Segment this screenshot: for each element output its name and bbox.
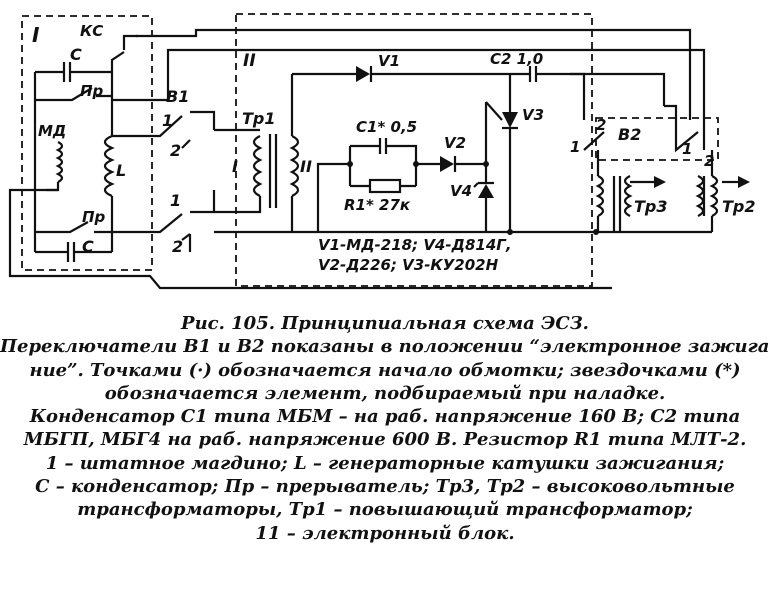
v4-bar	[473, 181, 494, 188]
tr3-label: Тр3	[634, 197, 668, 216]
b2-right-pos2: 2	[704, 152, 714, 170]
node-v4-top	[483, 161, 489, 167]
c1-label: С1* 0,5	[356, 118, 417, 136]
b1-label: В1	[166, 87, 189, 106]
caption-line-10: 11 – электронный блок.	[255, 522, 515, 544]
capacitor-c-top	[35, 62, 112, 82]
block-2-label: II	[243, 51, 256, 71]
c1-plates	[378, 138, 388, 154]
v4-label: V4	[450, 182, 472, 200]
v2-diode	[440, 156, 454, 172]
breaker-pr-top	[35, 87, 112, 102]
outer-loop-wire	[8, 188, 612, 290]
r1-label: R1* 27к	[344, 196, 411, 214]
node-c1-right	[413, 161, 419, 167]
breaker-pr-top-label: Пр	[80, 82, 104, 100]
v3-label: V3	[522, 106, 544, 124]
b2-label: В2	[618, 125, 641, 144]
v3-line	[485, 74, 512, 232]
breaker-pr-bottom-label: Пр	[82, 208, 106, 226]
md-coil	[46, 141, 64, 192]
b1-pos2-top: 2	[170, 141, 181, 160]
v1-diode	[356, 66, 370, 82]
tr2-arrow	[738, 176, 750, 188]
capacitor-c-bottom	[35, 242, 112, 262]
node-bus-v3	[507, 229, 513, 235]
v2-label: V2	[444, 134, 466, 152]
figure-caption: Рис. 105. Принципиальная схема ЭСЗ. Пере…	[0, 312, 770, 545]
circuit-diagram: I II С Пр КС МД L Пр С В1 1 2 1 2 Тр1 I …	[8, 13, 756, 290]
tr1-winding2-label: II	[300, 157, 312, 176]
caption-line-6: МБГП, МБГ4 на раб. напряжение 600 В. Рез…	[23, 429, 747, 451]
v3-thyristor	[502, 112, 518, 128]
block-1-border	[21, 15, 153, 271]
b1-pos2-bottom: 2	[172, 237, 183, 256]
capacitor-c-top-label: С	[70, 45, 82, 64]
second-top-wire	[112, 48, 706, 115]
block-2-border	[235, 13, 593, 287]
tr1-primary	[214, 128, 263, 214]
spec-line-2: V2-Д226; V3-КУ202Н	[318, 256, 499, 274]
caption-line-2: Переключатели В1 и В2 показаны в положен…	[0, 336, 770, 358]
tr2-label: Тр2	[722, 197, 756, 216]
tr1-winding1-label: I	[232, 157, 238, 176]
c1-r1-branch	[316, 144, 440, 232]
b2-left-pos1: 1	[570, 138, 580, 156]
b2-left-switch	[570, 72, 605, 176]
capacitor-c-bottom-label: С	[82, 237, 94, 256]
caption-line-5: Конденсатор С1 типа МБМ – на раб. напряж…	[29, 406, 741, 428]
v1-label: V1	[378, 52, 400, 70]
tr3-arrow	[654, 176, 666, 188]
tr1-secondary	[289, 74, 300, 232]
v4-zener	[478, 184, 494, 198]
tr3-hv-lead	[623, 175, 654, 217]
caption-line-7: 1 – штатное магдино; L – генераторные ка…	[45, 452, 725, 474]
md-label: МД	[38, 122, 66, 140]
b1-pos1-bottom: 1	[170, 191, 181, 210]
caption-line-4: обозначается элемент, подбираемый при на…	[104, 382, 666, 404]
breaker-pr-bottom	[35, 221, 114, 252]
ks-label: КС	[80, 22, 103, 40]
l-coil	[103, 100, 115, 232]
top-loop-wire	[136, 28, 692, 120]
b1-pos1-top: 1	[162, 111, 173, 130]
caption-line-8: С – конденсатор; Пр – прерыватель; Тр3, …	[35, 476, 735, 498]
c2-capacitor	[528, 66, 666, 106]
caption-line-1: Рис. 105. Принципиальная схема ЭСЗ.	[181, 313, 589, 334]
b1-upper-switch	[112, 110, 216, 149]
tr3-coils	[595, 175, 622, 232]
b1-lower-switch	[112, 190, 216, 252]
l-label: L	[116, 161, 126, 180]
v2-bar-line	[453, 156, 486, 172]
block-1-label: I	[32, 23, 40, 47]
c2-label: С2 1,0	[490, 50, 543, 68]
caption-line-9: трансформаторы, Тр1 – повышающий трансфо…	[77, 499, 693, 521]
caption-line-3: ние”. Точками (·) обозначается начало об…	[29, 359, 741, 381]
node-c1-left	[347, 161, 353, 167]
b2-dashed-frame	[595, 117, 719, 161]
b2-right-pos1: 1	[682, 140, 692, 158]
b2-left-pos2: 2	[596, 116, 606, 134]
b2-right-switch	[664, 104, 714, 176]
tr2-coils	[695, 175, 719, 232]
tr1-core	[268, 134, 278, 208]
r1-resistor	[368, 178, 402, 194]
ks-switch	[110, 34, 138, 100]
spec-line-1: V1-МД-218; V4-Д814Г,	[318, 236, 512, 254]
tr1-label: Тр1	[242, 109, 276, 128]
